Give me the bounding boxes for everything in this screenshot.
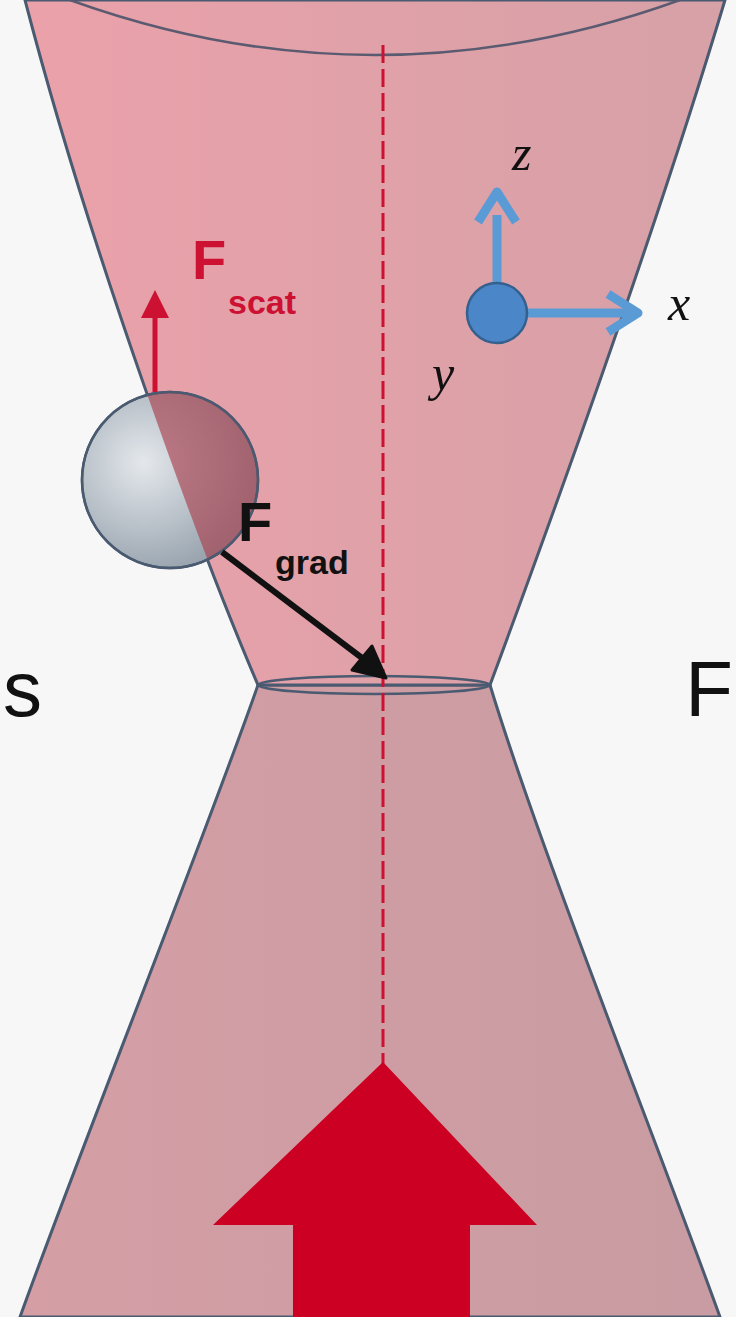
gradient-force-head	[352, 646, 386, 678]
scattering-force-arrow	[153, 312, 158, 392]
beam-waist	[258, 676, 490, 694]
propagation-arrow	[213, 1062, 537, 1317]
force-subscript: grad	[275, 545, 349, 579]
axis-label: x	[668, 278, 690, 328]
particle-lit-part	[82, 392, 258, 568]
z-axis-arrow	[493, 215, 502, 290]
particle-sphere	[82, 392, 258, 568]
particle-outline	[82, 392, 258, 568]
beam-lower	[20, 685, 720, 1317]
axis-label: y	[432, 348, 454, 398]
beam-top-rim	[70, 0, 680, 55]
z-axis-head	[478, 192, 516, 222]
force-symbol: F	[238, 494, 272, 550]
y-axis-dot	[467, 283, 527, 343]
axis-label: z	[512, 128, 531, 178]
cropped-text: s	[3, 650, 42, 728]
beam-axis	[382, 45, 385, 1080]
force-symbol: F	[192, 232, 226, 288]
scattering-force-head	[141, 290, 169, 318]
x-axis-head	[608, 294, 638, 332]
beam-upper	[25, 0, 725, 685]
force-subscript: scat	[228, 285, 296, 319]
x-axis-arrow	[520, 309, 630, 318]
cropped-text: F	[685, 650, 733, 728]
